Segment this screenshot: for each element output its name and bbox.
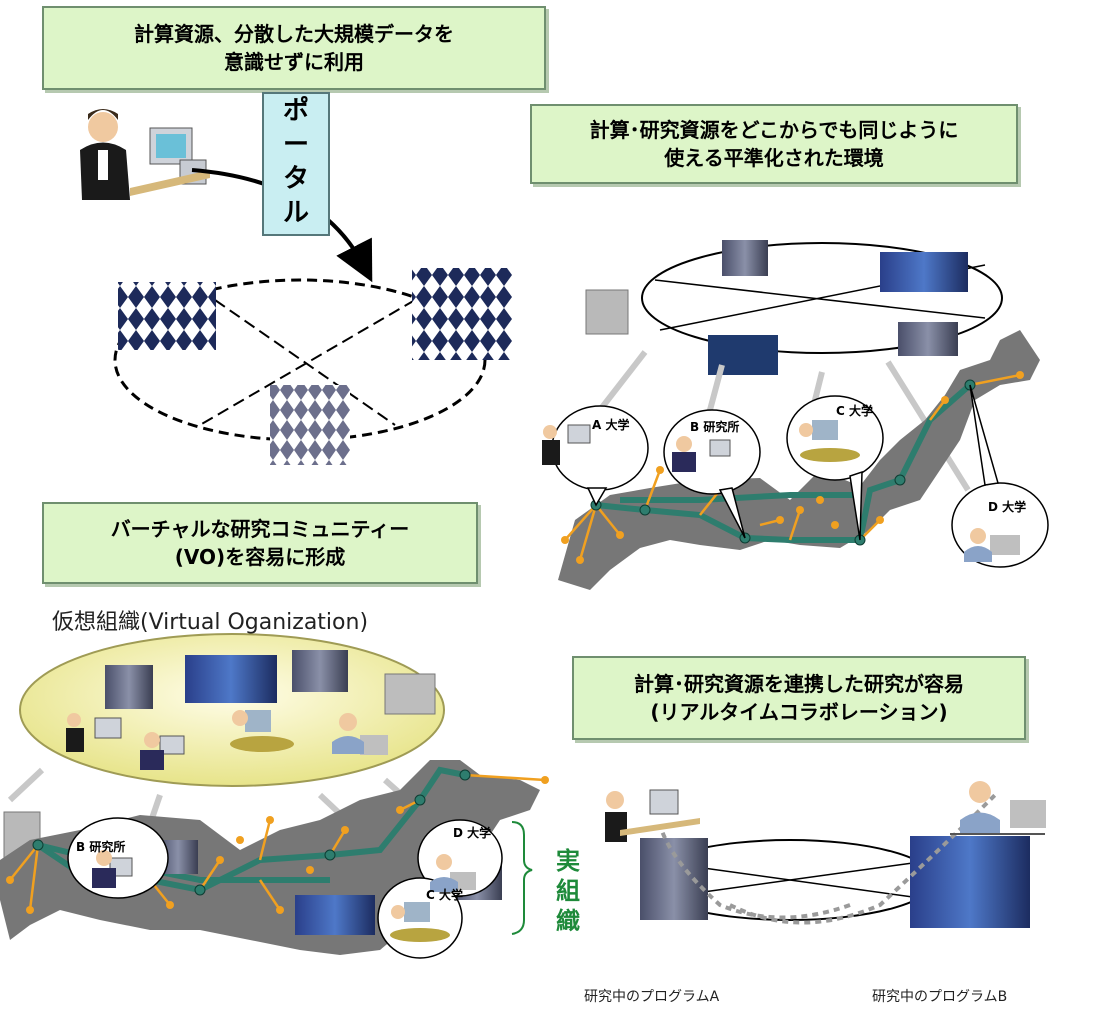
real-org-char-3: 織 [556,907,580,935]
vo-people [66,710,388,770]
rack-bottom-c [295,895,375,935]
info-box-top-left: 計算資源、分散した大規模データを 意識せずに利用 [42,6,546,90]
portal-char-4: ル [282,198,309,228]
site-label-d-univ: D 大学 [988,500,1027,514]
vo-rack-2 [185,655,277,703]
info-line-2: (リアルタイムコラボレーション) [650,700,948,724]
network-nodes-top [561,371,1024,564]
server-rack-top [722,240,768,276]
vo-rack-1 [105,665,153,709]
vo-caption: 仮想組織(Virtual Oganization) [52,610,369,635]
real-org-char-1: 実 [556,847,580,875]
user-at-pc-topleft [80,109,210,200]
server-box-left [585,289,629,335]
info-box-mid-left: バーチャルな研究コミュニティー (VO)を容易に形成 [42,502,478,584]
server-rack-right [880,252,968,292]
info-line-2: 使える平準化された環境 [664,146,884,170]
site-people-bottom [92,850,476,942]
info-line-2: 意識せずに利用 [224,50,364,74]
vo-server-box [384,673,436,715]
site-label-b-lab: B 研究所 [690,420,740,434]
site-label-b-lab-2: B 研究所 [76,840,126,854]
info-line-1: 計算資源、分散した大規模データを [134,22,454,46]
site-label-d-univ-2: D 大学 [453,826,492,840]
program-label-a: 研究中のプログラムA [584,989,720,1005]
portal-char-1: ポ [282,96,309,126]
program-b-rack [910,836,1030,928]
info-line-2: (VO)を容易に形成 [174,545,346,569]
portal-char-3: タ [282,164,309,194]
network-branch-top [564,373,1021,561]
info-line-1: 計算･研究資源を連携した研究が容易 [634,672,964,696]
site-label-c-univ-2: C 大学 [426,888,463,902]
collaborator-b [950,781,1046,835]
site-label-a-univ: A 大学 [592,418,630,432]
portal-char-2: ー [282,130,309,160]
info-line-1: バーチャルな研究コミュニティー [110,517,410,541]
info-box-bottom-right: 計算･研究資源を連携した研究が容易 (リアルタイムコラボレーション) [572,656,1026,740]
program-a-rack [640,838,708,920]
program-label-b: 研究中のプログラムB [872,989,1008,1005]
network-trunk-top [595,382,972,543]
site-label-c-univ: C 大学 [836,404,873,418]
site-people-top [542,420,1020,562]
vo-rack-3 [292,650,348,692]
japan-map-top [558,330,1040,590]
real-org-char-2: 組 [556,877,580,905]
info-line-1: 計算･研究資源をどこからでも同じように [589,118,959,142]
lattice-resource-right [412,268,512,360]
lattice-resource-bottom [270,385,350,465]
info-box-top-right: 計算･研究資源をどこからでも同じように 使える平準化された環境 [530,104,1018,184]
real-org-bracket [511,821,533,935]
real-org-label: 実 組 織 [548,846,588,936]
server-rack-small [898,322,958,356]
lattice-resource-left [118,282,216,350]
collaborator-a [605,789,700,842]
portal-label: ポ ー タ ル [262,92,330,236]
